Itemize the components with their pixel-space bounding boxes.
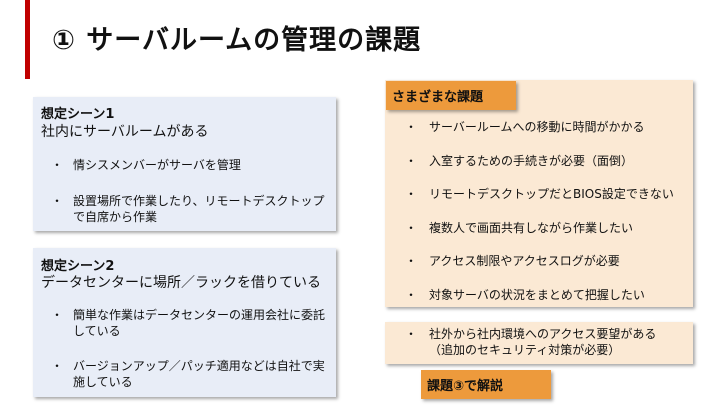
- scene1-box: 想定シーン1 社内にサーバルームがある 情シスメンバーがサーバを管理 設置場所で…: [33, 97, 336, 231]
- remote-box: 社外から社内環境へのアクセス要望がある （追加のセキュリティ対策が必要）: [385, 322, 693, 364]
- scene1-subtitle: 社内にサーバルームがある: [41, 124, 209, 140]
- remote-item: 社外から社内環境へのアクセス要望がある: [405, 326, 656, 342]
- issue-item: アクセス制限やアクセスログが必要: [405, 253, 620, 269]
- scene1-heading: 想定シーン1: [41, 107, 115, 122]
- issue-item: サーバールームへの移動に時間がかかる: [405, 119, 645, 135]
- issue3-tag: 課題③で解説: [421, 370, 551, 399]
- scene1-item: 設置場所で作業したり、リモートデスクトップで自席から作業: [51, 193, 335, 225]
- scene2-item: バージョンアップ／パッチ適用などは自社で実施している: [51, 358, 335, 390]
- scene2-subtitle: データセンターに場所／ラックを借りている: [41, 275, 321, 291]
- remote-note: （追加のセキュリティ対策が必要）: [429, 343, 621, 357]
- scene1-item: 情シスメンバーがサーバを管理: [51, 157, 333, 173]
- issue-item: 複数人で画面共有しながら作業したい: [405, 220, 633, 236]
- issue-item: リモートデスクトップだとBIOS設定できない: [405, 186, 674, 202]
- accent-bar: [25, 0, 30, 79]
- issues-label: さまざまな課題: [386, 81, 516, 110]
- scene2-box: 想定シーン2 データセンターに場所／ラックを借りている 簡単な作業はデータセンタ…: [33, 248, 336, 397]
- page-title: ① サーバルームの管理の課題: [52, 25, 422, 56]
- issue-item: 対象サーバの状況をまとめて把握したい: [405, 287, 645, 303]
- scene2-item: 簡単な作業はデータセンターの運用会社に委託している: [51, 307, 335, 339]
- scene2-heading: 想定シーン2: [41, 259, 115, 274]
- issue-item: 入室するための手続きが必要（面倒）: [405, 153, 633, 169]
- issues-box: サーバールームへの移動に時間がかかる 入室するための手続きが必要（面倒） リモー…: [385, 80, 693, 307]
